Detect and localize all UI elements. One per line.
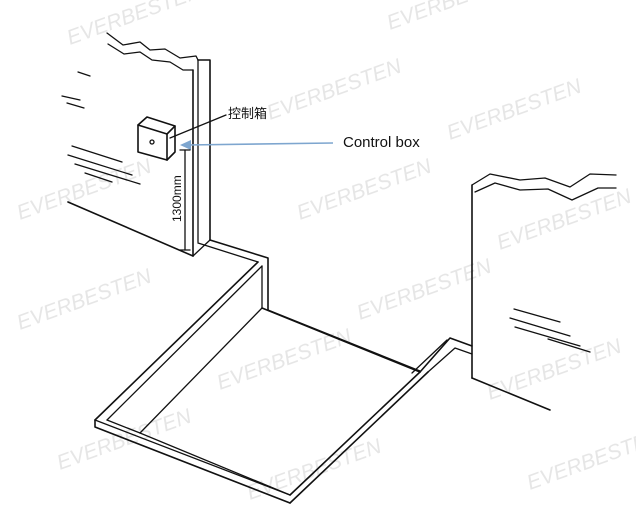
- watermark-text: EVERBESTEN: [294, 155, 435, 225]
- watermark-text: EVERBESTEN: [54, 405, 195, 475]
- left-wall-base-corner: [192, 239, 211, 257]
- watermark-text: EVERBESTEN: [14, 265, 155, 335]
- control-box-side: [166, 125, 176, 161]
- watermark-text: EVERBESTEN: [64, 0, 205, 50]
- left-wall-top-edge: [106, 32, 199, 61]
- hatch: [509, 317, 571, 337]
- cn-label-leader-line: [169, 114, 227, 139]
- hatch: [74, 163, 141, 185]
- pit-right-inner-edge: [289, 371, 421, 496]
- pit-right-rim-lower: [427, 347, 473, 373]
- hatch: [66, 102, 85, 109]
- pit-left-outer-edge: [94, 261, 259, 421]
- watermark-text: EVERBESTEN: [354, 255, 495, 325]
- hatch: [77, 71, 91, 77]
- watermark-text: EVERBESTEN: [524, 425, 636, 495]
- hatch: [547, 338, 591, 353]
- right-wall: [471, 173, 617, 411]
- hatch: [513, 308, 561, 323]
- watermark-text: EVERBESTEN: [494, 185, 635, 255]
- pit-left-inner-edge: [106, 265, 263, 421]
- control-box-arrow: [180, 140, 334, 150]
- pit-floor-front-edge: [139, 432, 291, 496]
- label-control-box-en: Control box: [343, 134, 420, 151]
- pit-front-top-edge: [94, 419, 291, 496]
- hatch: [514, 326, 581, 347]
- watermark-text: EVERBESTEN: [444, 75, 585, 145]
- pit-right-outer-edge: [289, 371, 429, 504]
- control-box: [137, 116, 176, 161]
- watermark-layer: EVERBESTEN EVERBESTEN EVERBESTEN EVERBES…: [14, 0, 636, 505]
- left-wall-side-edge: [197, 59, 211, 241]
- left-wall: [61, 32, 211, 257]
- hatch: [67, 154, 133, 176]
- left-wall-bottom-edge: [67, 201, 194, 257]
- arrow-head-icon: [180, 140, 191, 150]
- arrow-line: [185, 142, 334, 146]
- control-box-front: [137, 124, 168, 161]
- watermark-text: EVERBESTEN: [264, 55, 405, 125]
- label-control-box-cn: 控制箱: [228, 106, 267, 122]
- pit-right-rim-inner: [411, 339, 448, 374]
- pit-front-outer-edge: [94, 419, 291, 504]
- watermark-text: EVERBESTEN: [244, 435, 385, 505]
- height-dimension: 1300mm: [170, 149, 191, 251]
- watermark-text: EVERBESTEN: [384, 0, 525, 35]
- right-wall-top-edge-inner: [474, 182, 617, 201]
- pit-right-top-rim: [419, 337, 473, 373]
- hatch: [71, 145, 123, 163]
- watermark-text: EVERBESTEN: [484, 335, 625, 405]
- control-box-top: [137, 116, 176, 135]
- pit-front-inner-stub: [106, 419, 141, 434]
- dock-pit: [94, 239, 473, 504]
- dimension-label: 1300mm: [170, 175, 184, 222]
- right-wall-bottom-edge: [471, 377, 551, 411]
- hatch: [61, 95, 81, 101]
- left-wall-top-edge-inner: [107, 43, 194, 71]
- pit-floor-left-edge: [139, 307, 263, 434]
- pit-back-rim-inner: [197, 242, 259, 263]
- pit-back-rim: [209, 239, 269, 311]
- watermark-text: EVERBESTEN: [14, 155, 155, 225]
- hatch: [84, 172, 113, 183]
- control-box-button-icon: [149, 139, 155, 145]
- pit-inner-back-edge-2: [267, 309, 421, 372]
- right-wall-top-edge: [471, 173, 617, 188]
